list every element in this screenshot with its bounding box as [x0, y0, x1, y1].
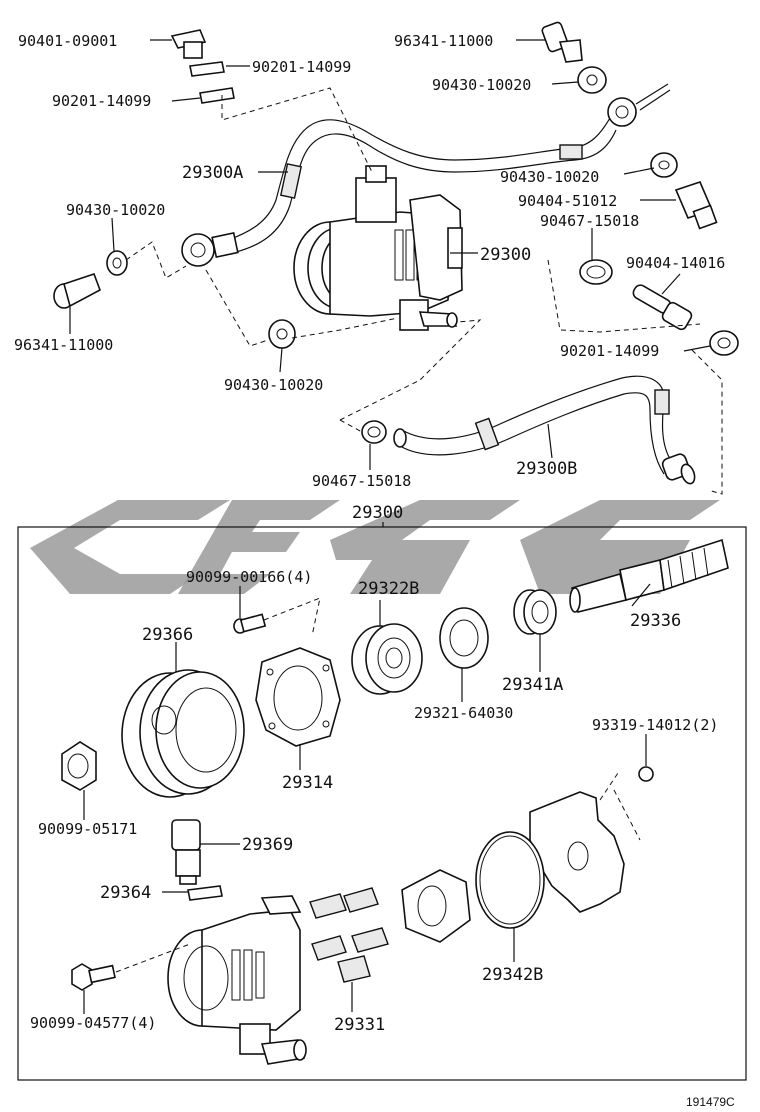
bracket-29314	[255, 647, 341, 747]
label-29336: 29336	[630, 611, 681, 631]
label-90404-14016: 90404-14016	[626, 254, 725, 272]
label-90201-14099-a: 90201-14099	[252, 58, 351, 76]
reference-lines-lower	[115, 597, 641, 973]
washer-29321-64030	[439, 607, 489, 669]
label-29314: 29314	[282, 773, 333, 793]
label-29366: 29366	[142, 625, 193, 645]
label-29300A: 29300A	[182, 163, 243, 183]
nut-90099-05171	[61, 741, 97, 791]
label-29321-64030: 29321-64030	[414, 704, 513, 722]
label-29369: 29369	[242, 835, 293, 855]
parts-upper-right	[541, 21, 739, 356]
label-29341A: 29341A	[502, 675, 563, 695]
label-90430-10020-b: 90430-10020	[500, 168, 599, 186]
shaft-29336	[569, 538, 729, 613]
leader-lines-upper	[69, 39, 711, 470]
label-90430-10020-a: 90430-10020	[432, 76, 531, 94]
label-90430-10020-d: 90430-10020	[224, 376, 323, 394]
label-29300-box: 29300	[352, 503, 403, 523]
cover-plate	[529, 766, 654, 913]
pump-assembly-top	[293, 165, 463, 331]
label-90201-14099-b: 90201-14099	[52, 92, 151, 110]
cam-ring	[401, 869, 471, 943]
vanes-29331	[309, 887, 389, 983]
bolt-90099-00166	[233, 613, 267, 634]
seal-29341A	[513, 589, 557, 635]
label-90467-15018-b: 90467-15018	[312, 472, 411, 490]
label-29300B: 29300B	[516, 459, 577, 479]
label-90404-51012: 90404-51012	[518, 192, 617, 210]
parts-upper-left	[53, 29, 296, 349]
bearing-29322B	[351, 623, 423, 695]
figure-reference: 191479C	[686, 1095, 735, 1109]
label-90467-15018-a: 90467-15018	[540, 212, 639, 230]
hose-29300A	[181, 83, 671, 267]
label-90201-14099-c: 90201-14099	[560, 342, 659, 360]
bolt-90099-04577	[71, 963, 116, 991]
label-29331: 29331	[334, 1015, 385, 1035]
label-29322B: 29322B	[358, 579, 419, 599]
oring-29342B	[475, 831, 545, 929]
label-29364: 29364	[100, 883, 151, 903]
reference-lines-upper	[125, 87, 723, 495]
label-96341-11000-a: 96341-11000	[394, 32, 493, 50]
pulley-29366	[121, 669, 245, 798]
gasket-29364	[187, 885, 223, 901]
label-90099-05171: 90099-05171	[38, 820, 137, 838]
label-90430-10020-c: 90430-10020	[66, 201, 165, 219]
label-96341-11000-b: 96341-11000	[14, 336, 113, 354]
part-labels: 90401-09001 90201-14099 90201-14099 9634…	[14, 32, 735, 1109]
pump-housing	[167, 895, 307, 1065]
label-90099-00166: 90099-00166(4)	[186, 568, 312, 586]
label-90099-04577: 90099-04577(4)	[30, 1014, 156, 1032]
label-29300-top: 29300	[480, 245, 531, 265]
leader-lines-lower	[83, 583, 651, 1014]
valve-29369	[171, 819, 201, 885]
exploded-view-frame	[17, 526, 747, 1081]
label-29342B: 29342B	[482, 965, 543, 985]
label-90401-09001: 90401-09001	[18, 32, 117, 50]
label-93319-14012: 93319-14012(2)	[592, 716, 718, 734]
hose-29300B	[361, 375, 696, 485]
